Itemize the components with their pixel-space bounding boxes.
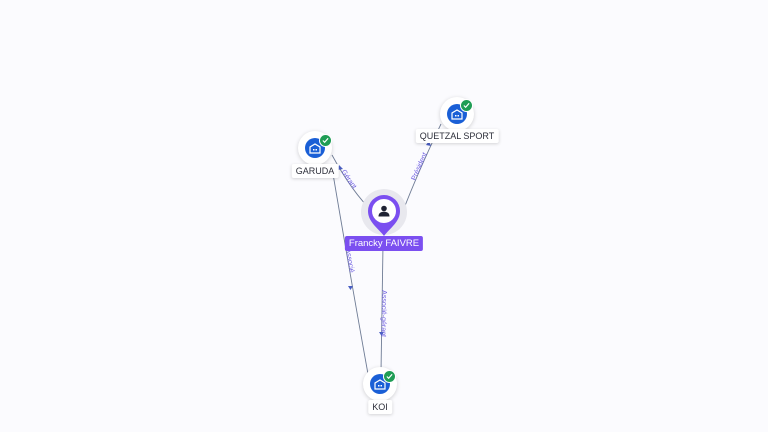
edge-label-associe-gerant: Associé-gérant (380, 290, 388, 337)
arrow-icon (379, 332, 384, 336)
verified-check-icon (319, 134, 332, 147)
arrow-icon (348, 286, 353, 290)
company-label: QUETZAL SPORT (415, 129, 499, 143)
company-label: KOI (368, 400, 392, 414)
edge-label-gerant: Gérant (340, 169, 358, 191)
company-label: GARUDA (291, 164, 339, 178)
verified-check-icon (460, 99, 473, 112)
edge-label-president: Président (411, 152, 429, 182)
person-label: Francky FAIVRE (344, 236, 424, 251)
arrow-icon (338, 165, 343, 170)
arrow-icon (426, 141, 431, 146)
verified-check-icon (383, 370, 396, 383)
edge-label-associe: Associé (344, 248, 355, 273)
person-icon (378, 205, 390, 217)
